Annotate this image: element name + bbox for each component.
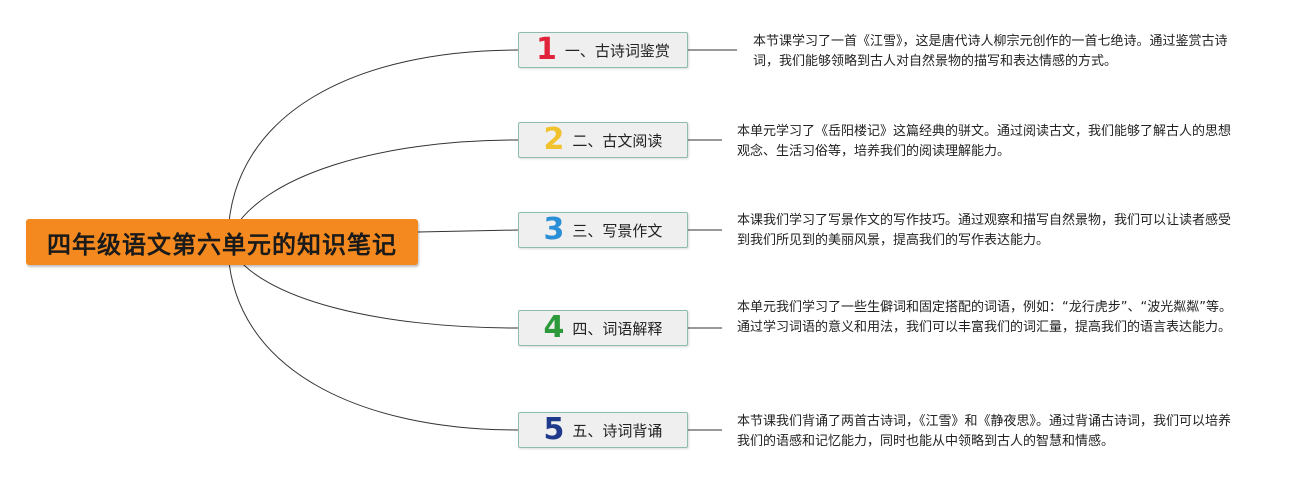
root-topic[interactable]: 四年级语文第六单元的知识笔记: [26, 219, 418, 265]
branch-node-4[interactable]: 4 四、词语解释: [518, 310, 688, 346]
branch-curve-3: [417, 229, 519, 233]
branch-label-5: 五、诗词背诵: [572, 421, 663, 440]
branch-node-5[interactable]: 5 五、诗词背诵: [518, 412, 688, 448]
branch-note-3: 本课我们学习了写景作文的写作技巧。通过观察和描写自然景物，我们可以让读者感受到我…: [737, 213, 1232, 248]
branch-note-2: 本单元学习了《岳阳楼记》这篇经典的骈文。通过阅读古文，我们能够了解古人的思想观念…: [737, 124, 1232, 159]
number-badge-3: 3: [543, 212, 565, 247]
branch-note-5: 本节课我们背诵了两首古诗词，《江雪》和《静夜思》。通过背诵古诗词，我们可以培养我…: [737, 414, 1232, 449]
number-badge-1: 1: [536, 32, 557, 67]
number-badge-5: 5: [543, 412, 565, 447]
branch-curve-2: [229, 139, 519, 237]
number-badge-2: 2: [543, 122, 565, 157]
branch-curve-5: [227, 247, 519, 431]
branch-note-4: 本单元我们学习了一些生僻词和固定搭配的词语，例如：“龙行虎步”、“波光粼粼”等。…: [737, 300, 1232, 335]
branch-node-1[interactable]: 1 一、古诗词鉴赏: [518, 32, 688, 68]
branch-curve-4: [229, 247, 519, 329]
branch-node-2[interactable]: 2 二、古文阅读: [518, 122, 688, 158]
branch-node-3[interactable]: 3 三、写景作文: [518, 212, 688, 248]
branch-label-1: 一、古诗词鉴赏: [564, 41, 670, 60]
branch-curve-1: [227, 49, 519, 237]
branch-label-3: 三、写景作文: [572, 221, 663, 240]
root-title: 四年级语文第六单元的知识笔记: [47, 230, 397, 259]
branch-label-4: 四、词语解释: [572, 319, 663, 338]
number-badge-4: 4: [543, 310, 565, 345]
branch-note-1: 本节课学习了一首《江雪》，这是唐代诗人柳宗元创作的一首七绝诗。通过鉴赏古诗词，我…: [753, 34, 1228, 69]
branch-label-2: 二、古文阅读: [572, 131, 663, 150]
